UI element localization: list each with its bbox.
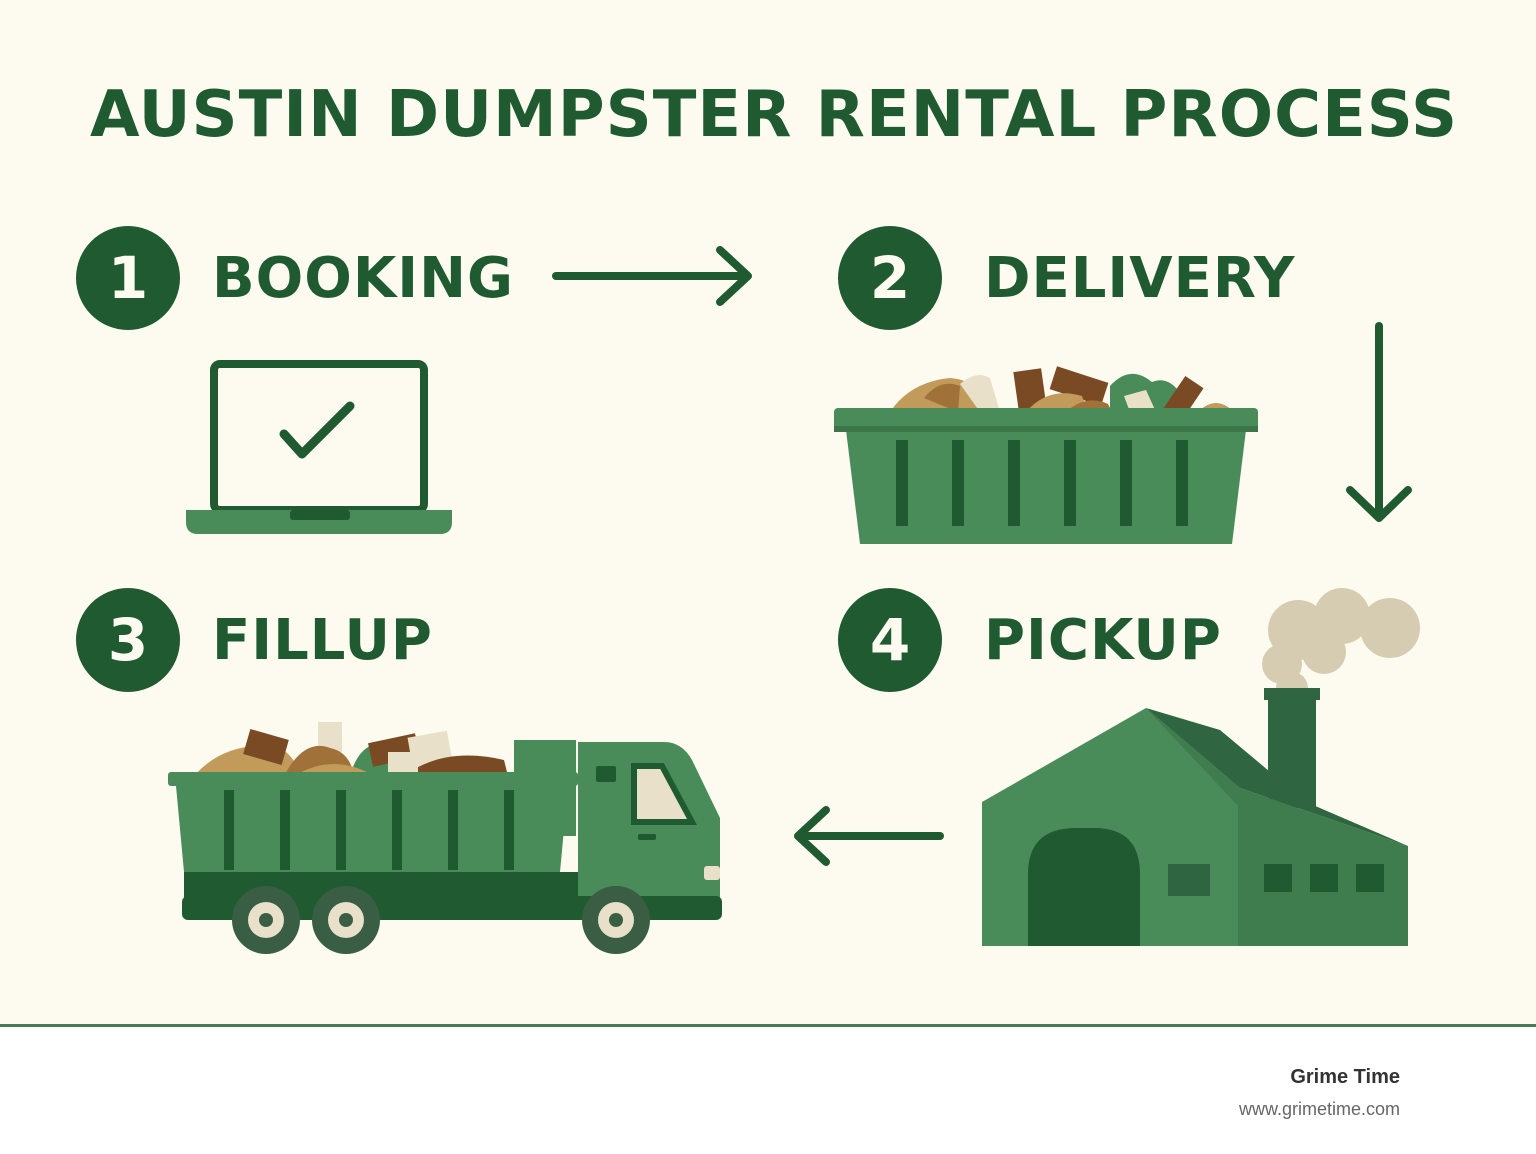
laptop-check-icon: [186, 360, 452, 534]
dumpster-icon: [834, 366, 1258, 544]
step-2-number: 2: [838, 226, 942, 330]
step-4-label: PICKUP: [984, 608, 1222, 673]
footer-brand: Grime Time: [1290, 1066, 1400, 1088]
footer-divider: [0, 1024, 1536, 1027]
step-1-number: 1: [76, 226, 180, 330]
infographic-canvas: AUSTIN DUMPSTER RENTAL PROCESS 1 BOOKING…: [0, 0, 1536, 1024]
step-3-number: 3: [76, 588, 180, 692]
arrow-right-icon: [552, 246, 752, 306]
step-3-label: FILLUP: [212, 608, 433, 673]
footer-url-link[interactable]: www.grimetime.com: [1238, 1099, 1400, 1119]
factory-icon: [982, 588, 1420, 946]
step-4-number: 4: [838, 588, 942, 692]
step-2-label: DELIVERY: [984, 246, 1296, 311]
dump-truck-icon: [168, 722, 722, 954]
step-1-label: BOOKING: [212, 246, 514, 311]
arrow-left-icon: [794, 806, 944, 866]
arrow-down-icon: [1346, 322, 1412, 522]
page-title: AUSTIN DUMPSTER RENTAL PROCESS: [90, 78, 1459, 152]
